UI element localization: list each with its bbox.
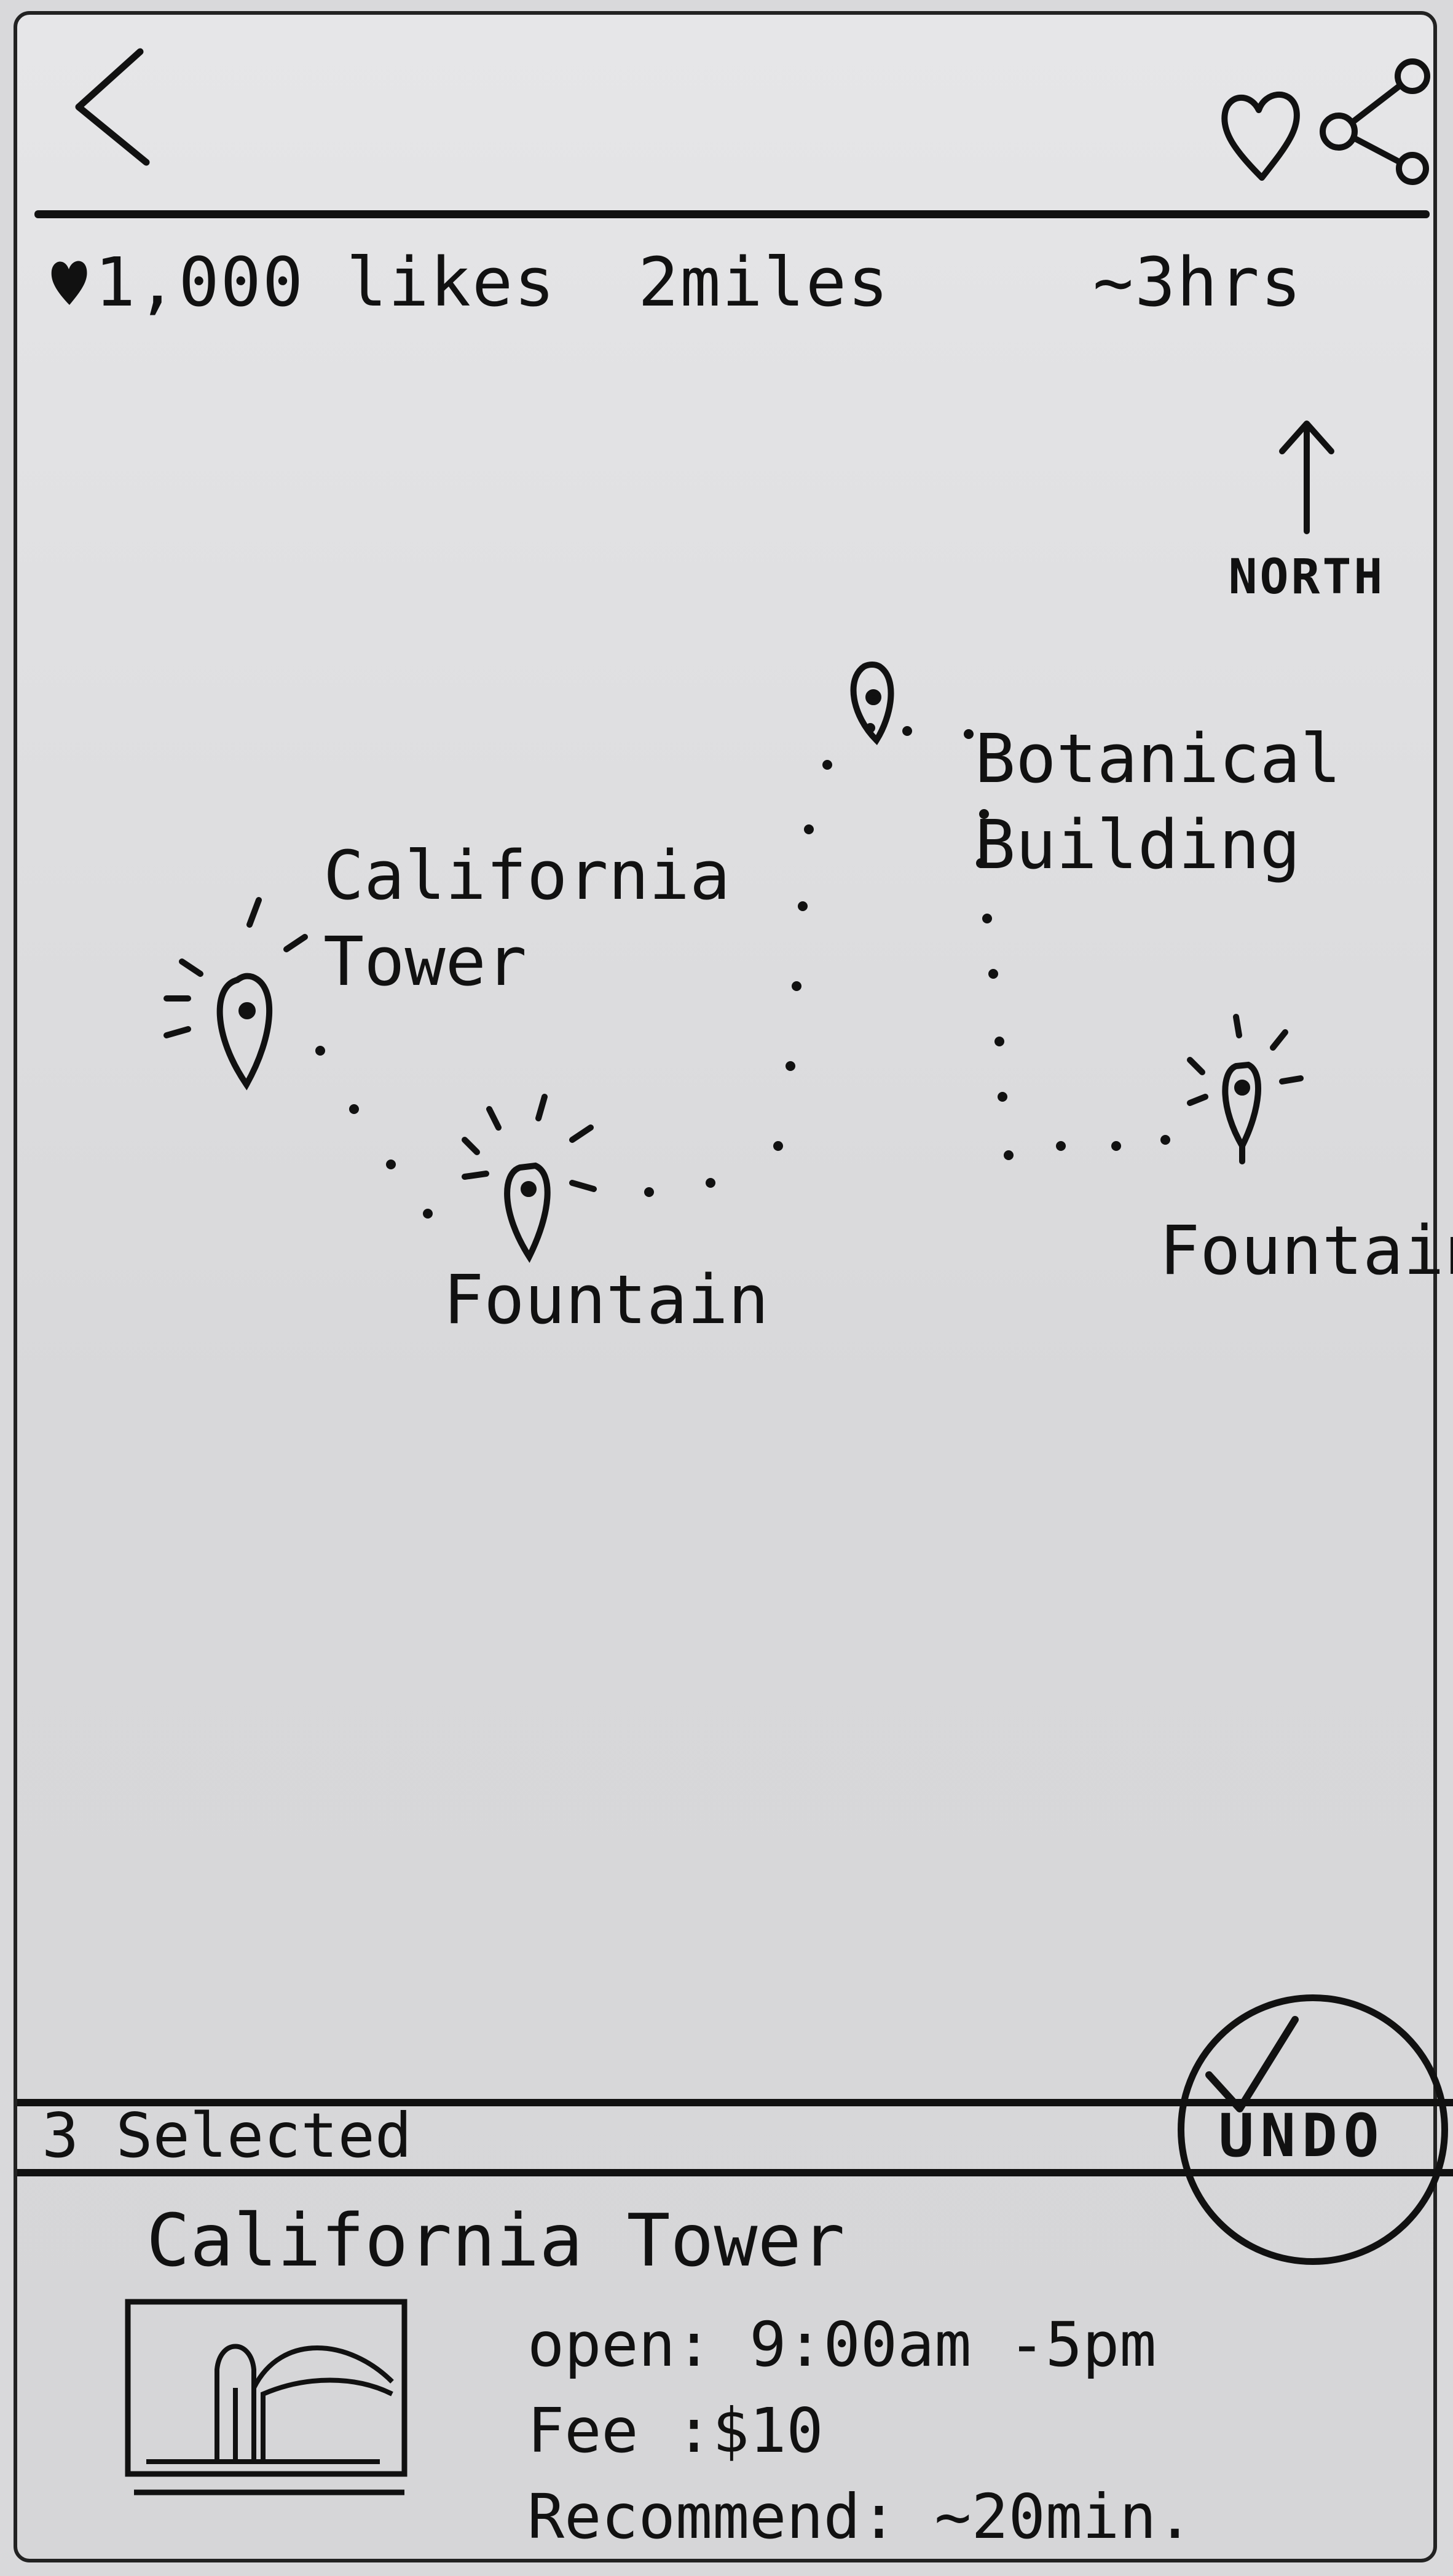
likes-count: 1,000 likes xyxy=(95,243,556,322)
recommended-duration: Recommend: ~20min. xyxy=(527,2481,1194,2553)
entry-fee: Fee :$10 xyxy=(527,2395,824,2467)
compass-label: NORTH xyxy=(1228,550,1385,605)
compass: NORTH xyxy=(1202,408,1411,630)
selection-bar-top-divider xyxy=(17,2099,1453,2106)
checkmark-icon xyxy=(1205,2016,1299,2112)
place-detail-info: open: 9:00am -5pm Fee :$10 Recommend: ~2… xyxy=(527,2302,1437,2560)
map-pin-icon xyxy=(163,662,1304,1263)
arrow-up-icon xyxy=(1279,421,1334,534)
like-button[interactable] xyxy=(1216,82,1308,187)
opening-hours: open: 9:00am -5pm xyxy=(527,2309,1157,2380)
route-path xyxy=(163,662,1304,1263)
place-detail-title: California Tower xyxy=(146,2198,845,2283)
place-label-fountain[interactable]: Fountain xyxy=(443,1260,769,1339)
duration-stat: ~3hrs xyxy=(1093,243,1303,322)
app-screen: 1,000 likes 2miles ~3hrs xyxy=(14,11,1453,2562)
share-icon xyxy=(1320,58,1430,185)
header-divider xyxy=(34,210,1430,218)
back-button[interactable] xyxy=(60,39,159,175)
route-map: California Tower Fountain Botanical Buil… xyxy=(34,224,1453,2265)
distance-stat: 2miles xyxy=(638,243,890,322)
route-stats: 1,000 likes 2miles ~3hrs xyxy=(42,242,1437,341)
share-button[interactable] xyxy=(1314,52,1437,193)
selection-bar-bottom-divider xyxy=(17,2169,1453,2176)
place-label-california-tower[interactable]: California Tower xyxy=(323,836,731,1001)
place-label-botanical-building[interactable]: Botanical Building xyxy=(975,719,1342,884)
place-thumbnail xyxy=(122,2296,417,2505)
heart-filled-icon xyxy=(51,261,87,305)
undo-button[interactable]: UNDO xyxy=(1218,2101,1385,2170)
place-label-fountain-2[interactable]: Fountain xyxy=(1159,1211,1453,1290)
likes-stat: 1,000 likes xyxy=(48,242,556,322)
selected-count: 3 Selected xyxy=(42,2100,412,2171)
building-image-icon xyxy=(125,2299,408,2495)
heart-icon xyxy=(1221,91,1300,181)
confirm-button[interactable] xyxy=(1178,1994,1448,2265)
chevron-left-icon xyxy=(75,48,150,166)
